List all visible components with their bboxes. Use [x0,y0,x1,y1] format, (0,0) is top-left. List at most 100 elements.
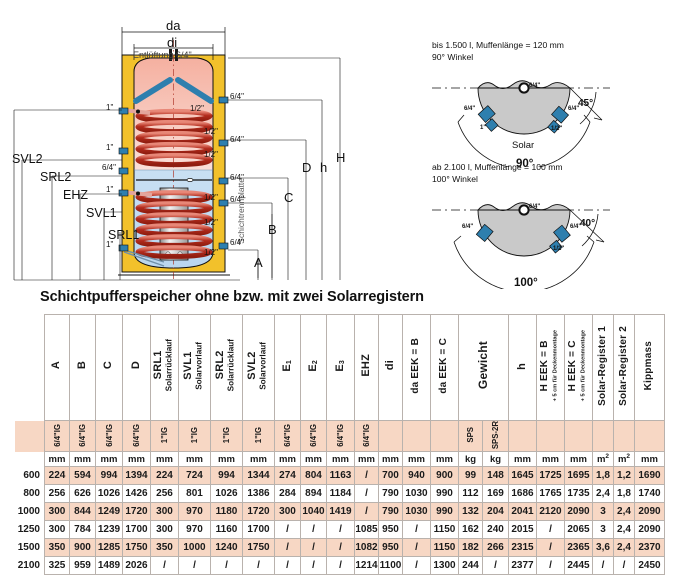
cell: 790 [378,502,403,522]
cell: 940 [402,466,431,486]
cell: 350 [44,538,70,558]
muffen-angle-insets: bis 1.500 l, Muffenlänge = 120 mm 90° Wi… [430,40,685,290]
col-header-label: D [129,361,142,370]
row-label-600: 600 [23,470,40,482]
cell: 244 [458,556,483,575]
cell: 1240 [210,538,243,558]
cell: 1700 [122,520,151,540]
cell: 2450 [634,556,665,575]
col-unit-10: mm [326,451,355,468]
cell: 994 [95,466,123,486]
cell: / [274,520,301,540]
cell: 990 [430,502,459,522]
cell: 300 [44,502,70,522]
cell: 1686 [508,484,537,504]
row-label-2100: 2100 [17,560,40,572]
col-thread-19 [564,419,593,453]
thread-label: 1"IG [190,426,199,444]
cell: / [482,556,509,575]
cell: 1163 [326,466,355,486]
cell: 1085 [354,520,379,540]
cell: / [402,556,431,575]
col-header-gewicht: Gewicht [458,314,509,421]
inset2-port-left: 6/4" [462,224,474,230]
inset-90-degree: bis 1.500 l, Muffenlänge = 120 mm 90° Wi… [430,40,685,170]
row-label-1250: 1250 [17,524,40,536]
port-label-right-2: 6/4" [230,135,244,144]
col-thread-13 [402,419,431,453]
dim-label-c: C [284,190,294,205]
cell: / [354,484,379,504]
dim-label-a: A [254,255,263,270]
cell: 900 [430,466,459,486]
cell: 3 [592,520,614,540]
cell: 274 [274,466,301,486]
col-header-label: C [102,361,115,370]
cell: 2090 [634,520,665,540]
col-header-d: D [122,314,151,421]
cell: 1,8 [592,466,614,486]
inset1-port-left2: 1" [480,125,487,131]
cell: 1026 [210,484,243,504]
coil-label-b: 1/2" [204,127,218,136]
cell: 1026 [95,484,123,504]
coil-label-f: 1/2" [204,248,218,257]
cell: 1180 [210,502,243,522]
cell: 1386 [242,484,275,504]
col-header-label: da EEK = C [438,337,450,394]
cell: 204 [482,502,509,522]
inset2-angle-main: 100° [514,277,538,289]
cell: 256 [44,484,70,504]
col-thread-22 [634,419,665,453]
dim-label-srl1: SRL1 [108,228,140,242]
cell: 994 [210,466,243,486]
cell: 2,4 [613,502,635,522]
dim-label-h-small: h [320,160,328,175]
cell: 1750 [122,538,151,558]
cell: 300 [150,502,179,522]
col-header-label: B [75,361,88,370]
col-header-da-eek-c: da EEK = C [430,314,459,421]
col-header-label: E1 [280,359,293,372]
col-thread-12 [378,419,403,453]
dim-label-svl2: SVL2 [12,152,43,166]
cell: 182 [458,538,483,558]
col-unit-12: mm [378,451,403,468]
cell: 2365 [564,538,593,558]
col-thread-16: SPS-2R [482,419,509,453]
cell: 2065 [564,520,593,540]
cell: 1419 [326,502,355,522]
dim-label-b: B [268,222,277,237]
cell: 1030 [402,484,431,504]
inset1-caption-line1: bis 1.500 l, Muffenlänge = 120 mm [432,40,564,50]
col-thread-17 [508,419,537,453]
col-thread-10: 6/4"IG [326,419,355,453]
dim-label-svl1: SVL1 [86,206,117,220]
col-unit-20: m2 [592,451,614,468]
thread-label: SPS [466,427,475,443]
thread-label: 6/4"IG [283,423,292,447]
col-header-label: di [383,360,396,371]
col-unit-8: mm [274,451,301,468]
cell: 1765 [536,484,565,504]
cell: 2090 [564,502,593,522]
col-unit-15: kg [458,451,483,468]
col-header-da-eek-b: da EEK = B [402,314,431,421]
col-unit-21: m2 [613,451,635,468]
col-header-label: A [50,361,63,370]
cell: 1249 [95,502,123,522]
cell: 1700 [242,520,275,540]
col-header-kippmass: Kippmass [634,314,665,421]
col-header-c: C [95,314,123,421]
cell: 1720 [122,502,151,522]
col-thread-9: 6/4"IG [300,419,327,453]
dim-label-srl2: SRL2 [40,170,72,184]
cell: / [402,538,431,558]
col-thread-8: 6/4"IG [274,419,301,453]
cell: 2120 [536,502,565,522]
